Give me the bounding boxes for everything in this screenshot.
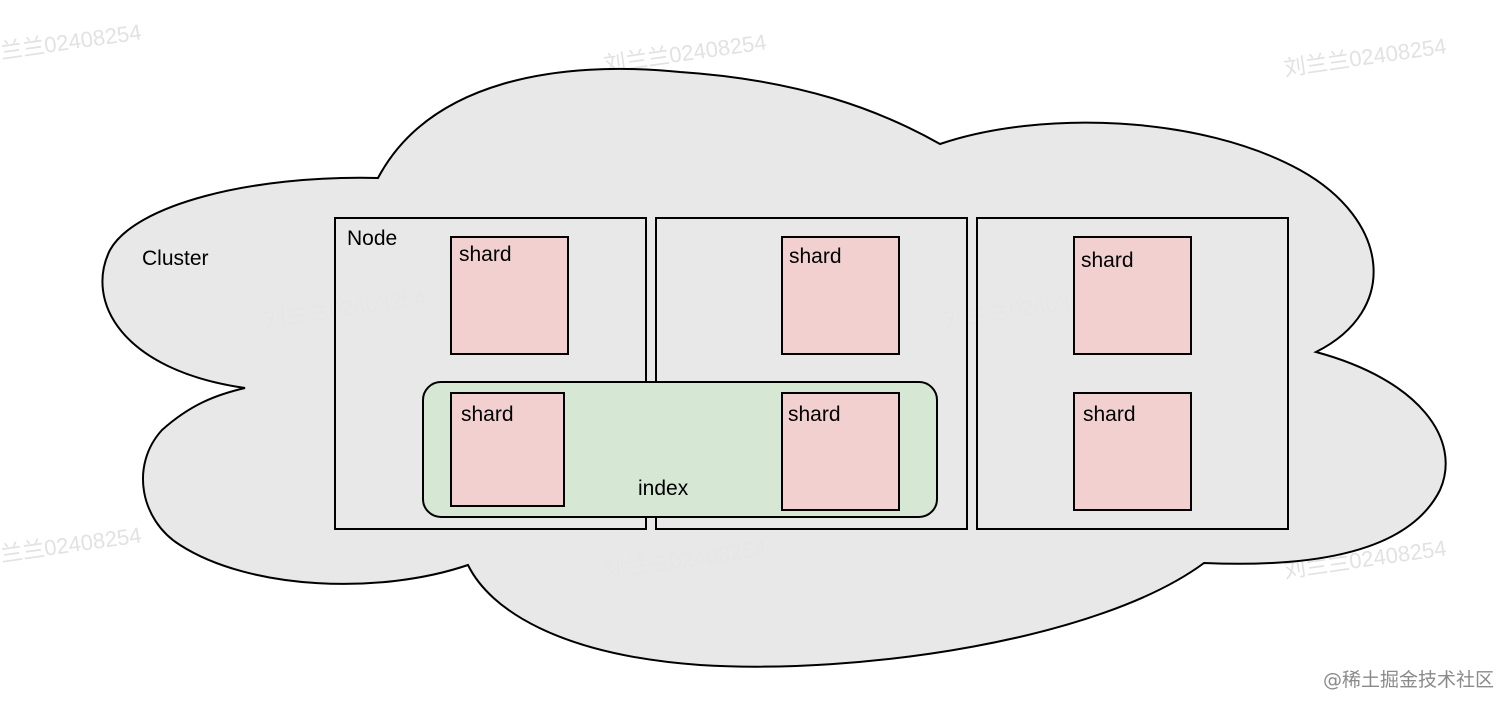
cluster-label: Cluster <box>142 247 209 270</box>
watermark: 刘兰兰02408254 <box>0 19 143 67</box>
node-box <box>655 217 968 530</box>
shard-box <box>1073 236 1192 355</box>
shard-label: shard <box>459 243 512 266</box>
shard-box <box>781 392 900 511</box>
shard-label: shard <box>461 403 514 426</box>
watermark: 刘兰兰02408254 <box>0 522 143 570</box>
site-credit: @稀土掘金技术社区 <box>1322 669 1494 691</box>
shard-label: shard <box>788 403 841 426</box>
cluster-cloud <box>101 67 1447 668</box>
shard-label: shard <box>1081 249 1134 272</box>
node-label: Node <box>347 227 397 250</box>
shard-label: shard <box>1083 403 1136 426</box>
watermark: 刘兰兰02408254 <box>1282 33 1448 81</box>
index-label: index <box>638 477 689 500</box>
node-box <box>334 217 647 530</box>
node-box <box>976 217 1289 530</box>
shard-box <box>450 236 569 355</box>
shard-box <box>1073 392 1192 511</box>
shard-box <box>781 236 900 355</box>
shard-label: shard <box>789 245 842 268</box>
shard-box <box>450 392 565 507</box>
